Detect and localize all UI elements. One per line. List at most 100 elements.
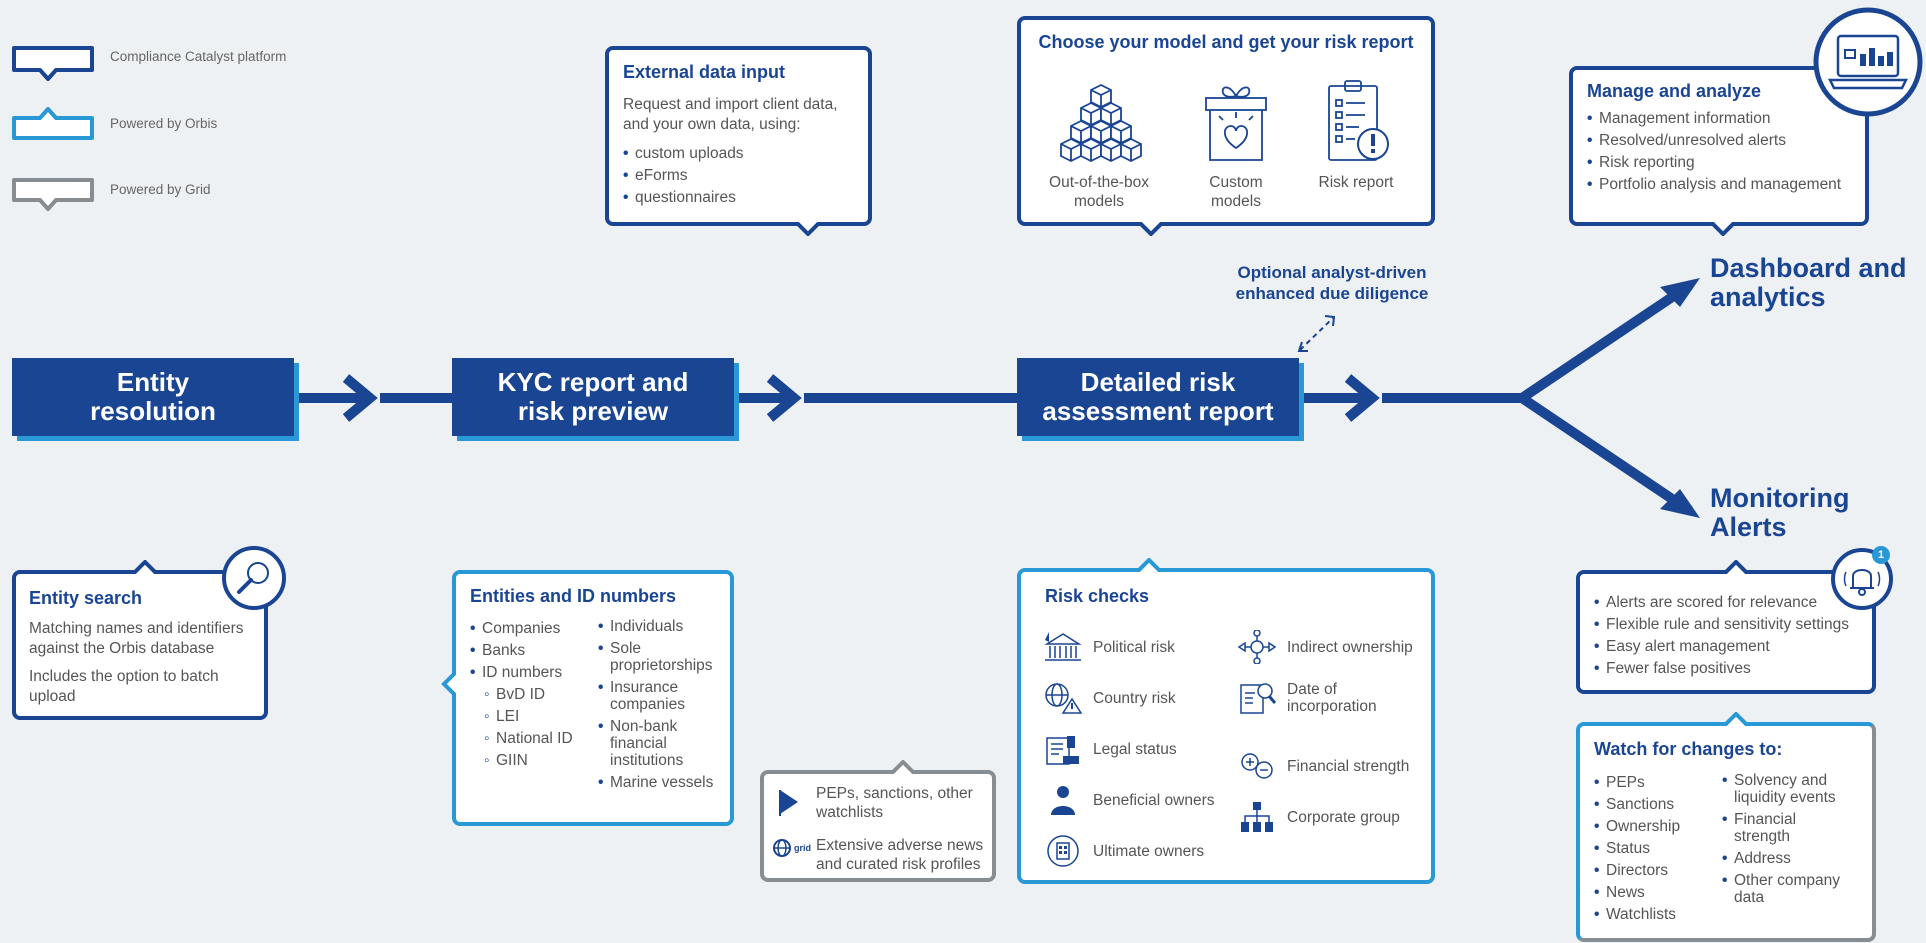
list-item: Sanctions <box>1594 794 1714 816</box>
grid-item-watchlists: PEPs, sanctions, other watchlists <box>816 785 973 821</box>
entities-col2: Individuals Sole proprietorships Insuran… <box>598 618 728 796</box>
list-item: Directors <box>1594 860 1714 882</box>
list-item: Watchlists <box>1594 904 1714 926</box>
risk-check-ultimate: Ultimate owners <box>1043 834 1204 868</box>
external-data-text: Request and import client data, and your… <box>623 96 838 133</box>
callout-pointer <box>441 672 456 696</box>
legend-callout-icon <box>12 178 94 211</box>
entity-search-title: Entity search <box>29 588 143 608</box>
model-custom: Custom models <box>1191 78 1281 211</box>
risk-check-label: Ultimate owners <box>1093 842 1205 860</box>
callout-pointer <box>796 222 820 236</box>
list-item: questionnaires <box>623 187 854 209</box>
risk-check-label: Country risk <box>1093 689 1176 707</box>
list-item: GIIN <box>484 750 595 772</box>
org-chart-icon <box>1241 802 1273 832</box>
network-icon <box>1237 630 1277 664</box>
risk-check-date: Date of incorporation <box>1237 681 1407 715</box>
manage-analyze-title: Manage and analyze <box>1587 81 1762 101</box>
entity-search-p1: Matching names and identifiers against t… <box>29 620 244 657</box>
grid-logo: grid <box>772 838 811 858</box>
watch-list-2: Solvency and liquidity events Financial … <box>1722 772 1862 906</box>
list-item: eForms <box>623 165 854 187</box>
watch-col1: PEPs Sanctions Ownership Status Director… <box>1594 772 1714 926</box>
watch-changes-title: Watch for changes to: <box>1594 739 1783 759</box>
risk-check-financial: Financial strength <box>1237 749 1409 783</box>
legal-document-icon <box>1046 736 1079 765</box>
list-item: Sole proprietorships <box>598 640 713 674</box>
models-title: Choose your model and get your risk repo… <box>1038 32 1414 52</box>
entities-id-card: Entities and ID numbers Companies Banks … <box>452 570 734 826</box>
globe-icon <box>773 839 791 857</box>
list-item: Marine vessels <box>598 774 728 791</box>
risk-check-beneficial: Beneficial owners <box>1043 783 1214 817</box>
list-item: Portfolio analysis and management <box>1587 174 1851 196</box>
list-item: Flexible rule and sensitivity settings <box>1594 614 1858 636</box>
risk-check-legal: Legal status <box>1043 732 1177 766</box>
callout-pointer <box>1724 560 1748 574</box>
list-item: LEI <box>484 706 595 728</box>
list-item: Individuals <box>598 618 728 635</box>
flag-icon <box>776 786 802 821</box>
alerts-card: Alerts are scored for relevance Flexible… <box>1576 570 1876 694</box>
dashboard-analytics-label: Dashboard and analytics <box>1710 253 1907 312</box>
callout-pointer <box>133 560 157 574</box>
list-item: BvD ID <box>484 684 595 706</box>
list-item: Resolved/unresolved alerts <box>1587 130 1851 152</box>
model-risk-report: Risk report <box>1316 78 1396 192</box>
callout-pointer <box>1711 222 1735 236</box>
list-item: Ownership <box>1594 816 1714 838</box>
model-risk-report-label: Risk report <box>1318 174 1394 191</box>
entity-resolution-block: Entity resolution <box>12 358 294 436</box>
entity-resolution-label: Entity resolution <box>90 367 216 426</box>
list-item: Financial strength <box>1722 811 1824 845</box>
entities-col1: Companies Banks ID numbers BvD ID LEI Na… <box>470 618 595 772</box>
model-out-of-box: Out-of-the-box models <box>1039 78 1159 211</box>
risk-check-label: Financial strength <box>1287 757 1410 775</box>
list-item: News <box>1594 882 1714 904</box>
risk-check-label: Indirect ownership <box>1287 638 1413 656</box>
entities-id-title: Entities and ID numbers <box>470 586 677 606</box>
external-data-card: External data input Request and import c… <box>605 46 872 226</box>
grid-watchlist-card: PEPs, sanctions, other watchlists grid E… <box>760 770 996 882</box>
list-item: ID numbers <box>470 662 595 684</box>
globe-warning-icon <box>1045 683 1083 714</box>
manage-analyze-list: Management information Resolved/unresolv… <box>1587 108 1851 196</box>
building-circle-icon <box>1047 835 1079 867</box>
list-item: Solvency and liquidity events <box>1722 772 1849 806</box>
risk-check-label: Beneficial owners <box>1093 791 1215 809</box>
clipboard-alert-icon <box>1328 80 1389 161</box>
risk-check-label: Corporate group <box>1287 808 1400 826</box>
external-data-list: custom uploads eForms questionnaires <box>623 143 854 209</box>
callout-pointer <box>891 760 915 774</box>
models-card: Choose your model and get your risk repo… <box>1017 16 1435 226</box>
entities-list-2: Individuals Sole proprietorships Insuran… <box>598 618 728 791</box>
monitoring-alerts-label: Monitoring Alerts <box>1710 483 1850 542</box>
risk-check-country: Country risk <box>1043 681 1176 715</box>
person-icon <box>1051 786 1075 815</box>
risk-check-label: Legal status <box>1093 740 1177 758</box>
entities-list-1: Companies Banks ID numbers <box>470 618 595 684</box>
optional-analyst-note: Optional analyst-driven enhanced due dil… <box>1235 263 1429 303</box>
cubes-icon <box>1060 83 1142 163</box>
risk-check-label: Political risk <box>1093 638 1175 656</box>
callout-pointer <box>1137 558 1161 572</box>
alerts-list: Alerts are scored for relevance Flexible… <box>1594 592 1858 680</box>
list-item: Non-bank financial institutions <box>598 718 710 769</box>
risk-check-political: Political risk <box>1043 630 1175 664</box>
list-item: Risk reporting <box>1587 152 1851 174</box>
watch-list-1: PEPs Sanctions Ownership Status Director… <box>1594 772 1714 926</box>
list-item: Banks <box>470 640 595 662</box>
list-item: custom uploads <box>623 143 854 165</box>
detailed-risk-block: Detailed risk assessment report <box>1017 358 1299 436</box>
grid-logo-text: grid <box>794 843 811 853</box>
risk-check-corporate: Corporate group <box>1237 800 1400 834</box>
risk-check-indirect: Indirect ownership <box>1237 630 1413 664</box>
grid-item-adverse-news: Extensive adverse news and curated risk … <box>816 837 984 873</box>
callout-pointer <box>1724 712 1748 726</box>
gift-box-icon <box>1205 86 1267 161</box>
list-item: Companies <box>470 618 595 640</box>
list-item: Management information <box>1587 108 1851 130</box>
plus-minus-icon <box>1241 753 1273 779</box>
